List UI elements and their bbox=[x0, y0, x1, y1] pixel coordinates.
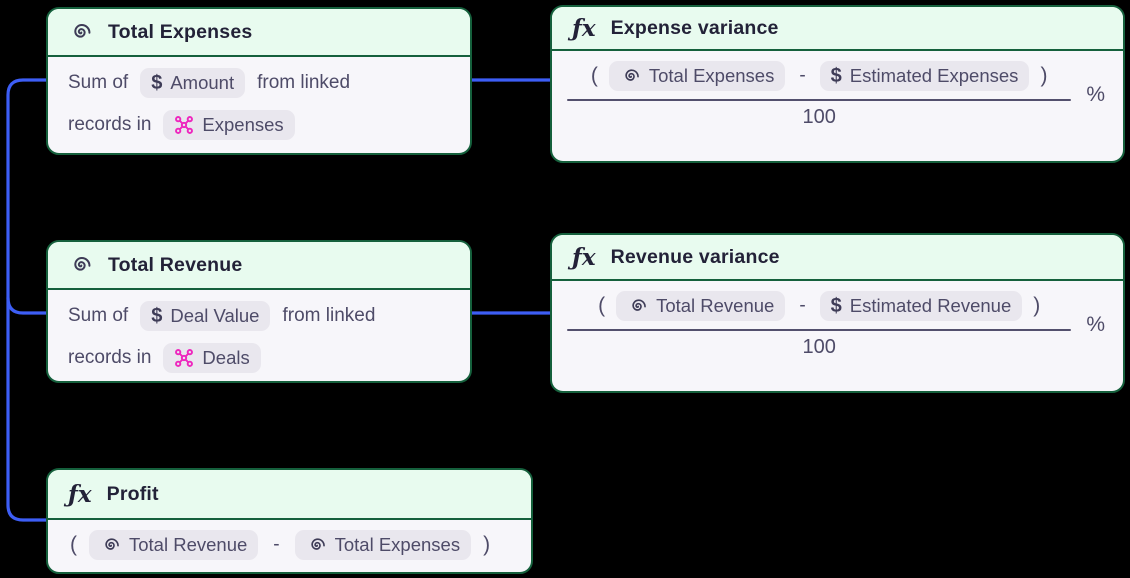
fx-icon: ƒx bbox=[572, 243, 596, 271]
card-total-expenses[interactable]: Total Expenses Sum of $ Amount from link… bbox=[46, 7, 472, 155]
fx-icon: ƒx bbox=[572, 14, 596, 42]
fraction-numerator: ( Total Revenue - $ Estimated Revenue ) bbox=[598, 291, 1040, 321]
card-title: Revenue variance bbox=[610, 245, 780, 268]
body-text: Sum of bbox=[68, 72, 129, 93]
card-body: ( Total Revenue - Total Expenses ) bbox=[48, 520, 531, 570]
spiral-icon bbox=[620, 66, 641, 87]
card-body: ( Total Revenue - $ Estimated Revenue ) … bbox=[552, 281, 1123, 367]
minus-operator: - bbox=[799, 295, 806, 316]
chip-total-expenses[interactable]: Total Expenses bbox=[608, 61, 786, 91]
spiral-icon bbox=[68, 20, 93, 45]
fraction-numerator: ( Total Expenses - $ Estimated Expenses … bbox=[590, 61, 1048, 91]
close-paren: ) bbox=[483, 533, 491, 556]
chip-label: Total Expenses bbox=[648, 65, 775, 86]
spiral-icon bbox=[306, 535, 327, 556]
chip-total-expenses[interactable]: Total Expenses bbox=[294, 530, 472, 560]
chip-label: Estimated Revenue bbox=[849, 295, 1012, 316]
card-expense-variance[interactable]: ƒx Expense variance ( Total Expenses - $… bbox=[550, 5, 1125, 163]
chip-amount[interactable]: $ Amount bbox=[140, 68, 246, 98]
dollar-icon: $ bbox=[830, 295, 842, 317]
fraction: ( Total Expenses - $ Estimated Expenses … bbox=[567, 61, 1072, 129]
open-paren: ( bbox=[590, 64, 598, 87]
fraction-line bbox=[567, 99, 1072, 101]
chip-label: Total Expenses bbox=[334, 534, 461, 555]
chip-deals-object[interactable]: Deals bbox=[163, 343, 261, 373]
connector-branch-to-total-revenue bbox=[6, 296, 48, 315]
card-revenue-variance[interactable]: ƒx Revenue variance ( Total Revenue - $ … bbox=[550, 233, 1125, 393]
connector-total-expenses-to-profit bbox=[6, 78, 48, 522]
card-title: Total Expenses bbox=[108, 20, 253, 43]
minus-operator: - bbox=[799, 65, 806, 86]
card-header: ƒx Revenue variance bbox=[552, 235, 1123, 281]
fraction-denominator: 100 bbox=[802, 336, 836, 358]
fraction-denominator: 100 bbox=[802, 106, 836, 128]
spiral-icon bbox=[100, 535, 121, 556]
card-header: ƒx Profit bbox=[48, 470, 531, 520]
chip-label: Expenses bbox=[202, 114, 284, 135]
card-header: ƒx Expense variance bbox=[552, 7, 1123, 51]
card-body: Sum of $ Deal Value from linked records … bbox=[48, 290, 470, 379]
open-paren: ( bbox=[598, 294, 606, 317]
chip-label: Total Revenue bbox=[129, 534, 248, 555]
dollar-icon: $ bbox=[151, 305, 163, 327]
card-body: ( Total Expenses - $ Estimated Expenses … bbox=[552, 51, 1123, 137]
fraction: ( Total Revenue - $ Estimated Revenue ) … bbox=[567, 291, 1072, 359]
chip-label: Amount bbox=[170, 72, 235, 93]
chip-expenses-object[interactable]: Expenses bbox=[163, 110, 295, 140]
card-body: Sum of $ Amount from linked records in E… bbox=[48, 57, 470, 146]
body-text: records in bbox=[68, 114, 152, 135]
card-total-revenue[interactable]: Total Revenue Sum of $ Deal Value from l… bbox=[46, 240, 472, 383]
chip-deal-value[interactable]: $ Deal Value bbox=[140, 301, 271, 331]
dollar-icon: $ bbox=[151, 72, 163, 94]
open-paren: ( bbox=[70, 533, 77, 556]
chip-total-revenue[interactable]: Total Revenue bbox=[616, 291, 786, 321]
body-text: from linked bbox=[257, 72, 351, 93]
card-profit[interactable]: ƒx Profit ( Total Revenue - Total Expens… bbox=[46, 468, 533, 574]
card-title: Profit bbox=[106, 482, 159, 505]
fraction-line bbox=[567, 329, 1072, 331]
chip-label: Total Revenue bbox=[656, 295, 775, 316]
fx-icon: ƒx bbox=[68, 480, 92, 508]
spiral-icon bbox=[627, 296, 648, 317]
close-paren: ) bbox=[1033, 294, 1041, 317]
chip-estimated-revenue[interactable]: $ Estimated Revenue bbox=[819, 291, 1023, 321]
chip-label: Estimated Expenses bbox=[849, 65, 1019, 86]
minus-operator: - bbox=[273, 534, 280, 555]
chip-total-revenue[interactable]: Total Revenue bbox=[89, 530, 259, 560]
body-text: Sum of bbox=[68, 305, 129, 326]
card-title: Expense variance bbox=[610, 16, 779, 39]
chip-label: Deals bbox=[202, 347, 250, 368]
molecule-icon bbox=[174, 348, 194, 368]
molecule-icon bbox=[174, 115, 194, 135]
card-header: Total Expenses bbox=[48, 9, 470, 57]
chip-estimated-expenses[interactable]: $ Estimated Expenses bbox=[819, 61, 1030, 91]
percent-sign: % bbox=[1086, 83, 1105, 106]
percent-sign: % bbox=[1086, 313, 1105, 336]
card-title: Total Revenue bbox=[108, 253, 243, 276]
close-paren: ) bbox=[1040, 64, 1048, 87]
chip-label: Deal Value bbox=[170, 305, 260, 326]
spiral-icon bbox=[68, 253, 93, 278]
body-text: from linked bbox=[282, 305, 376, 326]
dollar-icon: $ bbox=[830, 65, 842, 87]
card-header: Total Revenue bbox=[48, 242, 470, 290]
body-text: records in bbox=[68, 347, 152, 368]
